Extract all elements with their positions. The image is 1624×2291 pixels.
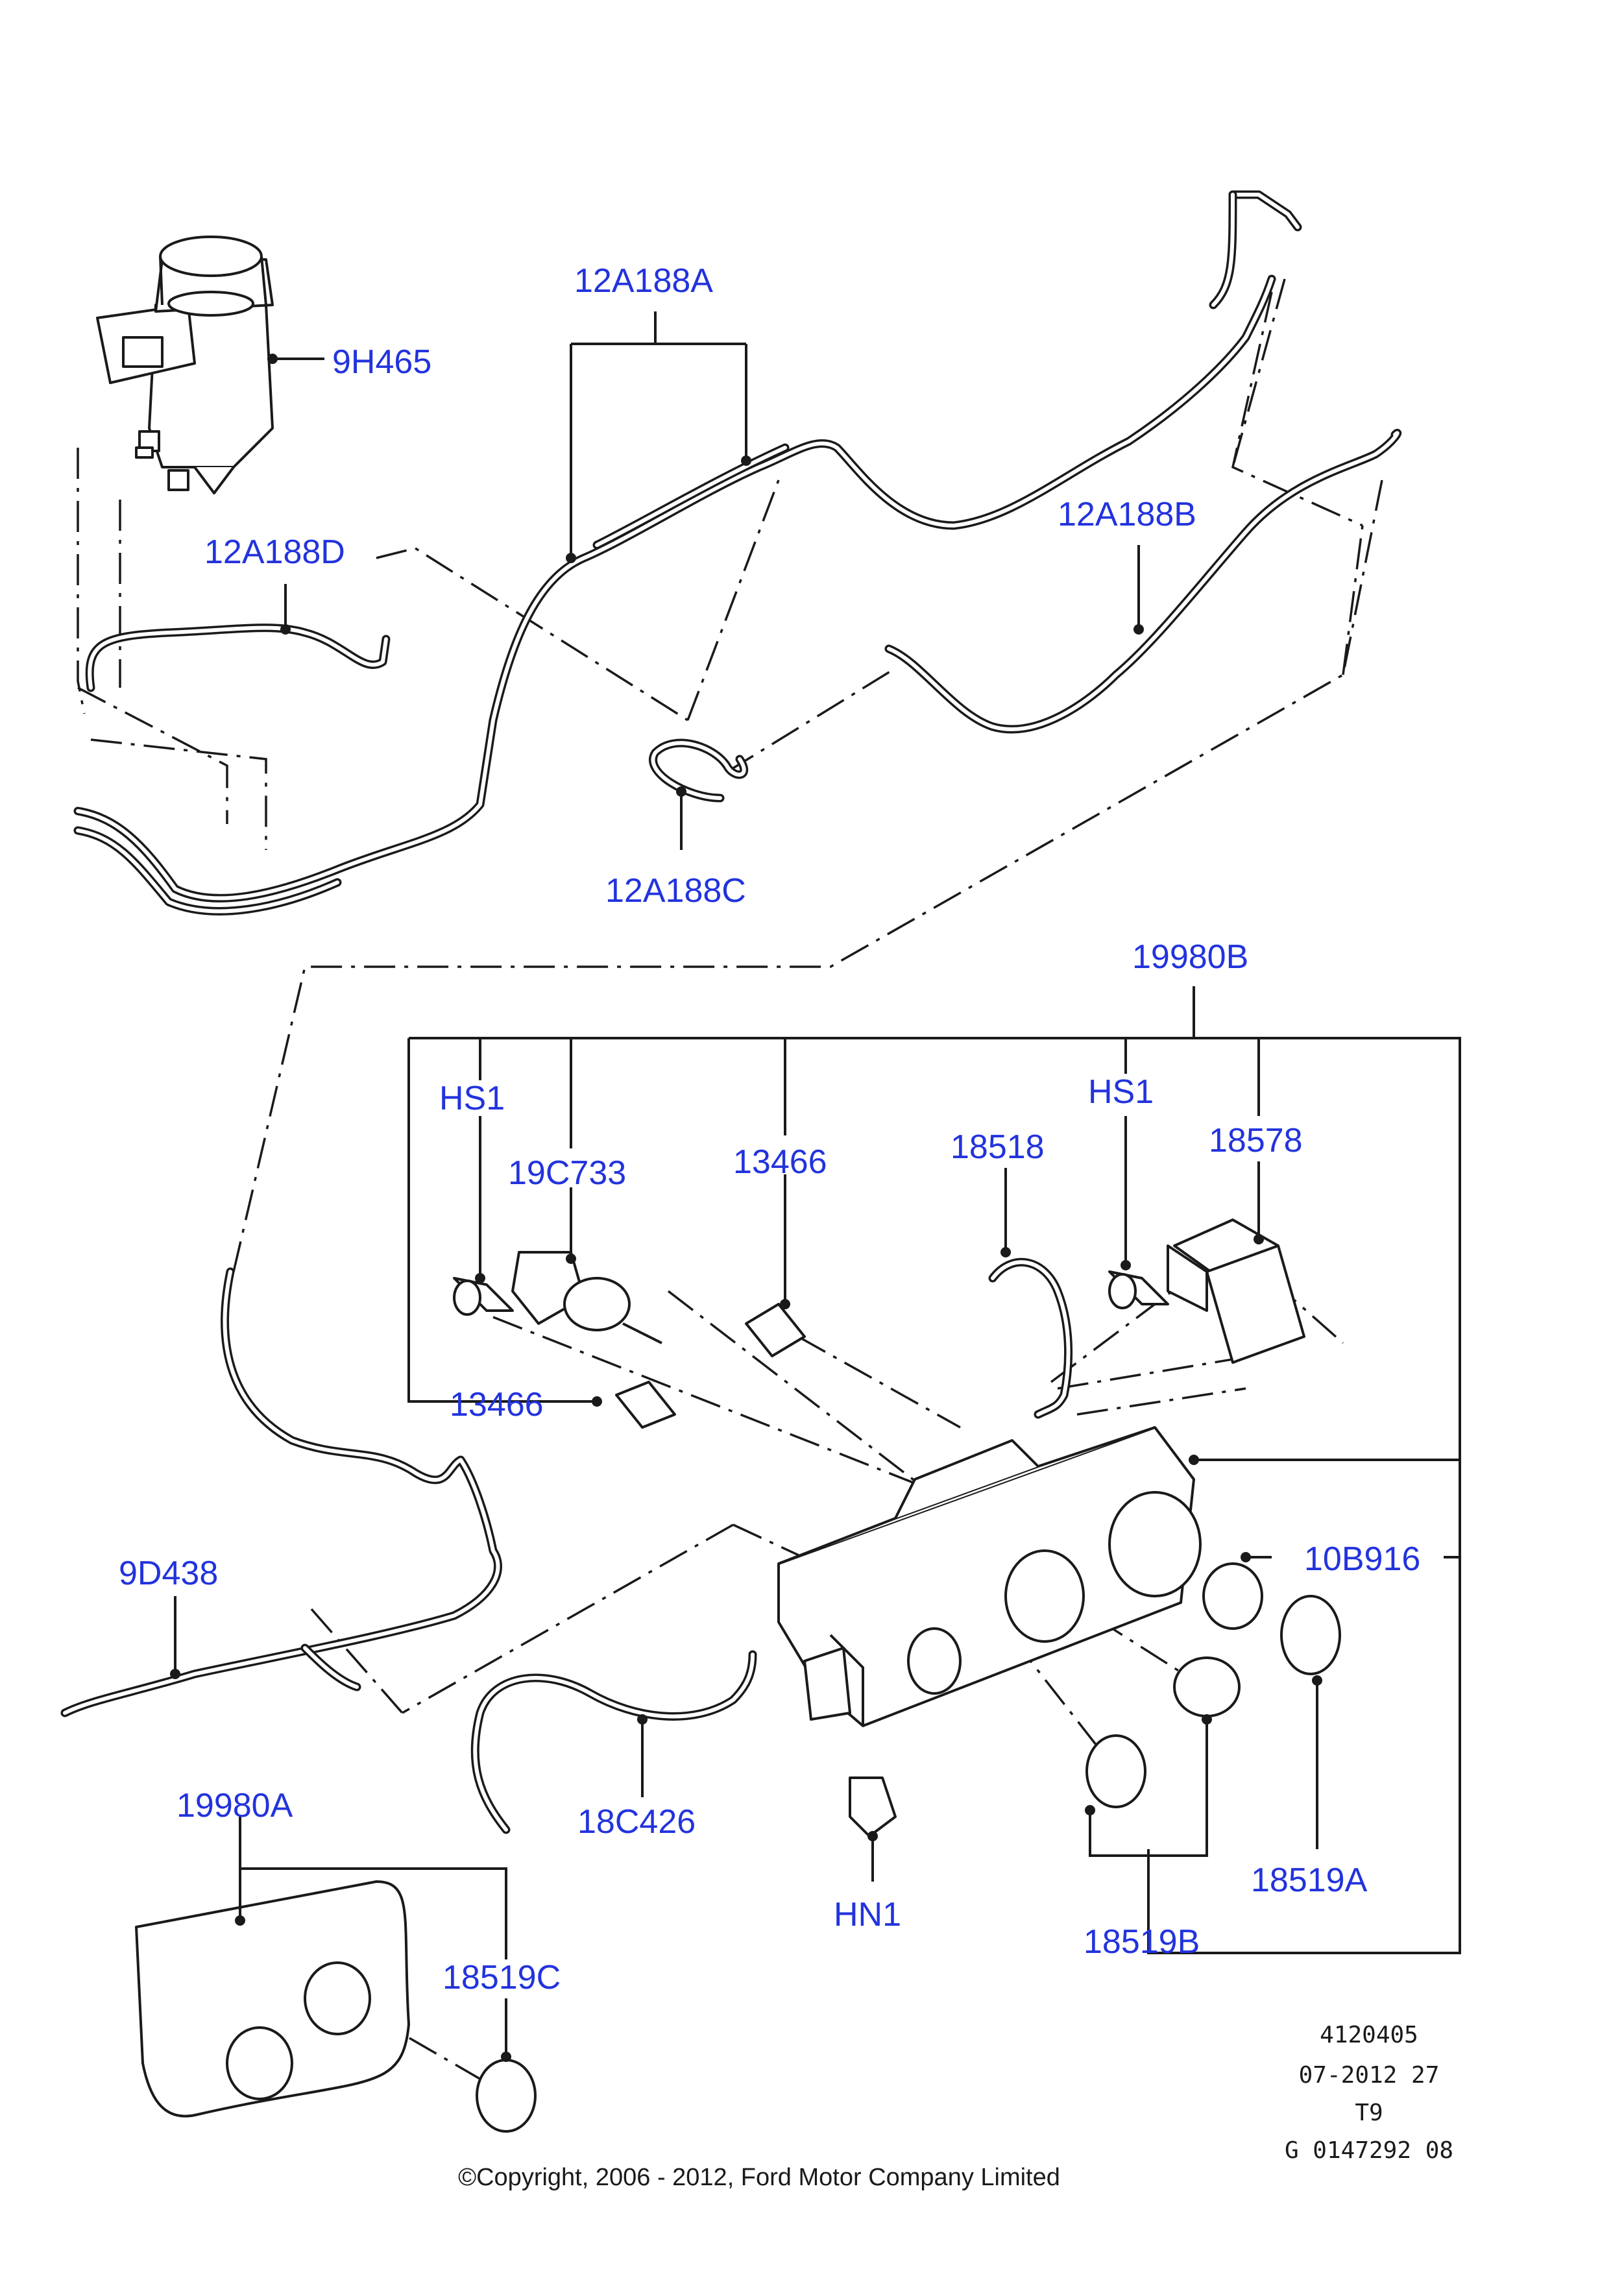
callout-18c426: 18C426	[577, 1803, 696, 1841]
callout-18519b: 18519B	[1084, 1923, 1200, 1961]
callout-12a188c: 12A188C	[605, 872, 746, 910]
callout-19980b: 19980B	[1132, 938, 1248, 976]
callout-13466-top: 13466	[733, 1143, 827, 1181]
vacuum-solenoid	[96, 236, 274, 494]
callout-12a188b: 12A188B	[1058, 496, 1196, 533]
heater-control-assembly	[777, 1426, 1202, 1727]
callout-12a188a: 12A188A	[574, 262, 713, 300]
callout-19980a: 19980A	[176, 1787, 293, 1824]
callout-labels: 9H465 12A188A 12A188B 12A188C 12A188D 19…	[119, 262, 1420, 1996]
callout-18518: 18518	[951, 1128, 1045, 1166]
callout-hs1-left: HS1	[439, 1080, 505, 1117]
callout-18519c: 18519C	[442, 1959, 561, 1996]
leader-lines	[174, 311, 1461, 2057]
reference-block: 4120405 07-2012 27 T9 G 0147292 08	[1285, 2022, 1453, 2164]
callout-13466-left: 13466	[450, 1386, 544, 1424]
callout-18519a: 18519A	[1251, 1861, 1368, 1899]
callout-18578: 18578	[1209, 1122, 1303, 1159]
copyright-notice: ©Copyright, 2006 - 2012, Ford Motor Comp…	[458, 2164, 1060, 2191]
reference-line-1: 4120405	[1320, 2022, 1418, 2048]
callout-hs1-right: HS1	[1088, 1073, 1154, 1111]
leader-dots	[170, 354, 1322, 2062]
callout-10b916: 10B916	[1304, 1540, 1420, 1578]
vacuum-hoses	[60, 190, 1402, 1834]
reference-line-4: G 0147292 08	[1285, 2137, 1453, 2164]
reference-line-2: 07-2012 27	[1299, 2062, 1440, 2089]
callout-9h465: 9H465	[332, 343, 431, 381]
callout-12a188d: 12A188D	[204, 533, 345, 571]
callout-hn1: HN1	[834, 1896, 901, 1933]
small-parts	[135, 1218, 1341, 2133]
callout-19c733: 19C733	[508, 1154, 626, 1192]
callout-9d438: 9D438	[119, 1555, 218, 1592]
reference-line-3: T9	[1355, 2100, 1383, 2126]
